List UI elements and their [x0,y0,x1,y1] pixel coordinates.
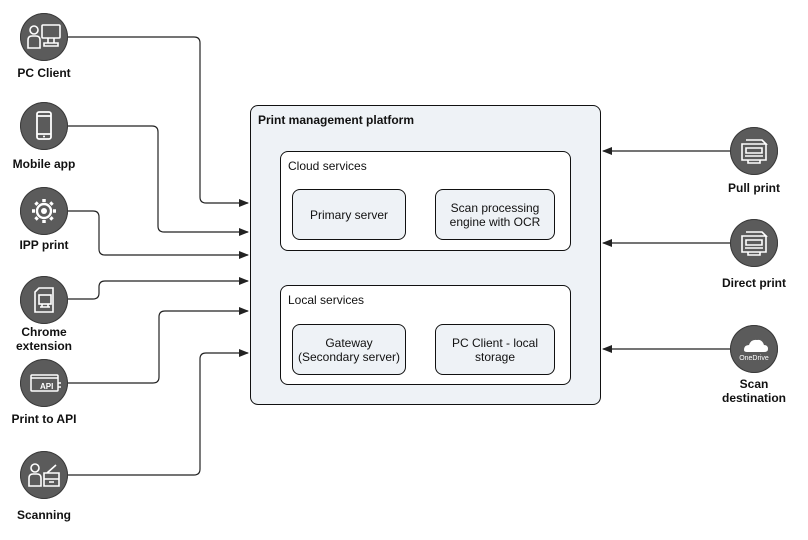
connector-pc-client [68,36,249,207]
onedrive-icon: OneDrive [730,325,778,373]
pull-print-label: Pull print [728,181,780,195]
connector-mobile-app [68,125,249,236]
mobile-app-label: Mobile app [12,157,76,171]
printer-icon [730,127,778,175]
printer-icon [730,219,778,267]
ipp-print-label: IPP print [19,238,69,252]
primary-server-box: Primary server [292,189,406,240]
pc-client-storage-box: PC Client - local storage [435,324,555,375]
api-icon: API [20,359,68,407]
connector-print-to-api [68,307,249,384]
connector-scanning [68,349,249,476]
onedrive-icon-text: OneDrive [739,355,769,362]
chrome-extension-icon [20,276,68,324]
scanning-label: Scanning [16,508,71,522]
print-to-api-label: Print to API [11,412,77,426]
gateway-box: Gateway (Secondary server) [292,324,406,375]
connector-ipp-print [68,210,249,259]
pc-client-label: PC Client [17,66,71,80]
chrome-extension-label: Chrome extension [15,325,72,353]
pc-client-icon [20,13,68,61]
direct-print-label: Direct print [721,276,786,290]
svg-text:API: API [40,382,53,391]
gear-icon [20,187,68,235]
mobile-phone-icon [20,102,68,150]
platform-title: Print management platform [258,113,415,127]
scan-processing-box: Scan processing engine with OCR [435,189,555,240]
scanning-icon [20,451,68,499]
local-services-title: Local services [288,293,365,307]
scan-destination-label: Scan destination [721,377,786,405]
cloud-services-title: Cloud services [288,159,367,173]
connector-chrome-extension [68,277,249,300]
